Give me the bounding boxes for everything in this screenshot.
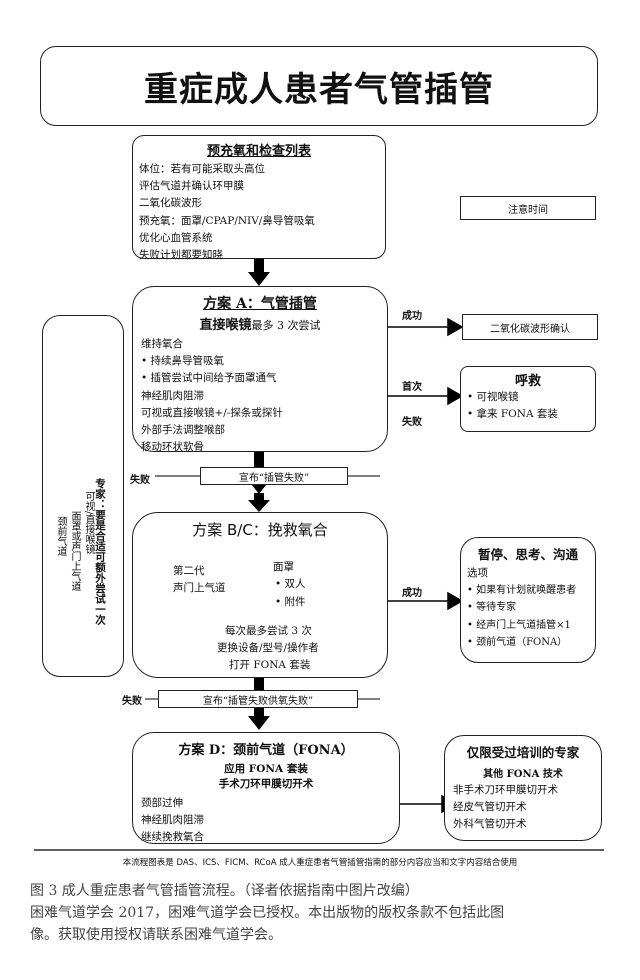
help-heading: 呼救 <box>514 374 541 389</box>
call-for-help-box: 呼救 • 可视喉镜 • 拿来 FONA 套装 <box>460 366 596 432</box>
expert-side-box: 专家：要是合适可额外尝试一次 可视/直接喉镜 面罩或声门上气道 颈前气道 <box>42 315 124 677</box>
expert-only-sub: 其他 FONA 技术 <box>483 769 563 780</box>
plan-a-item: • 持续鼻导管吸氧 <box>141 355 225 368</box>
plan-d-heading: 方案 D：颈前气道（FONA） <box>178 743 354 758</box>
arrow-preox-to-a-head <box>248 272 270 286</box>
plan-a-item: 外部手法调整喉部 <box>141 424 225 437</box>
preox-item: 评估气道并确认环甲膜 <box>139 180 244 193</box>
fail-label: 失败 <box>130 475 150 486</box>
pause-item: • 经声门上气道插管×1 <box>467 619 571 631</box>
plan-d-box: 方案 D：颈前气道（FONA） 应用 FONA 套装 手术刀环甲膜切开术 颈部过… <box>132 732 400 844</box>
plan-bc-left-item: 第二代 <box>173 565 205 577</box>
arrow-declare1-to-bc <box>248 500 270 512</box>
help-item: • 可视喉镜 <box>467 391 519 403</box>
plan-a-box: 方案 A：气管插管 直接喉镜最多 3 次尝试 维持氧合 • 持续鼻导管吸氧 • … <box>132 286 388 453</box>
figure-caption: 图 3 成人重症患者气管插管流程。（译者依据指南中图片改编） 困难气道学会 20… <box>30 880 630 946</box>
caption-line: 困难气道学会 2017，困难气道学会已授权。本出版物的版权条款不包括此图 <box>30 905 505 921</box>
preox-checklist-box: 预充氧和检查列表 体位：若有可能采取头高位 评估气道并确认环甲膜 二氧化碳波形 … <box>132 135 386 261</box>
page-title: 重症成人患者气管插管 <box>40 46 598 126</box>
plan-a-item: 维持氧合 <box>141 338 183 350</box>
declare-cico-box: 宣布“插管失败供氧失败” <box>158 690 358 708</box>
plan-a-subheading: 直接喉镜最多 3 次尝试 <box>141 314 379 333</box>
caption-line: 图 3 成人重症患者气管插管流程。（译者依据指南中图片改编） <box>30 883 419 899</box>
expert-only-heading: 仅限受过培训的专家 <box>466 745 580 760</box>
declare-intubation-failed-box: 宣布“插管失败” <box>200 467 348 485</box>
preox-heading: 预充氧和检查列表 <box>206 144 311 159</box>
footnote: 本流程图表是 DAS、ICS、FICM、RCoA 成人重症患者气管插管指南的部分… <box>122 858 518 868</box>
preox-item: 二氧化碳波形 <box>139 197 202 210</box>
plan-d-item: 神经肌肉阻滞 <box>141 814 204 827</box>
expert-side-item: 面罩或声门上气道 <box>69 511 80 591</box>
plan-a-item: 可视或直接喉镜+/-探条或探针 <box>141 406 283 419</box>
pause-heading: 暂停、思考、沟通 <box>477 547 578 562</box>
plan-d-sub1: 应用 FONA 套装 <box>224 763 308 775</box>
plan-bc-right-item: 面罩 <box>273 561 294 573</box>
preox-item: 预充氧：面罩/CPAP/NIV/鼻导管吸氧 <box>139 214 315 227</box>
plan-a-item: • 插管尝试中间给予面罩通气 <box>141 372 277 385</box>
pause-item: • 等待专家 <box>467 602 517 614</box>
pause-item: • 如果有计划就唤醒患者 <box>467 585 577 597</box>
success-label: 成功 <box>402 311 422 322</box>
plan-bc-bottom-item: 更换设备/型号/操作者 <box>217 642 319 654</box>
plan-a-item: 移动环状软骨 <box>141 441 204 454</box>
caption-line: 像。获取使用授权请联系困难气道学会。 <box>30 927 282 943</box>
plan-bc-left-item: 声门上气道 <box>173 582 226 594</box>
plan-bc-box: 方案 B/C：挽救氧合 第二代 声门上气道 面罩 • 双人 • 附件 每次最多尝… <box>132 512 388 678</box>
expert-side-title: 专家：要是合适可额外尝试一次 <box>94 478 106 625</box>
attention-time-box: 注意时间 <box>460 196 596 220</box>
expert-side-item: 颈前气道 <box>55 516 66 556</box>
expert-only-item: 经皮气管切开术 <box>453 801 527 814</box>
plan-bc-right-item: • 附件 <box>275 596 306 608</box>
plan-bc-bottom-item: 打开 FONA 套装 <box>229 659 311 671</box>
preox-item: 体位：若有可能采取头高位 <box>139 163 265 175</box>
plan-bc-bottom-item: 每次最多尝试 3 次 <box>225 625 312 637</box>
arrow-bc-to-d <box>248 716 270 730</box>
help-item: • 拿来 FONA 套装 <box>467 408 558 421</box>
plan-bc-right-item: • 双人 <box>275 578 306 590</box>
expert-only-item: 非手术刀环甲膜切开术 <box>453 784 558 796</box>
plan-a-sub-bold: 直接喉镜 <box>199 318 252 333</box>
plan-d-sub2: 手术刀环甲膜切开术 <box>218 778 314 790</box>
expert-only-item: 外科气管切开术 <box>453 818 527 831</box>
first-label: 首次 <box>402 382 422 393</box>
pause-think-communicate-box: 暂停、思考、沟通 选项 • 如果有计划就唤醒患者 • 等待专家 • 经声门上气道… <box>460 537 596 663</box>
preox-item: 优化心血管系统 <box>139 231 213 244</box>
plan-a-heading: 方案 A：气管插管 <box>203 296 317 312</box>
plan-d-item: 继续挽救氧合 <box>141 831 204 844</box>
pause-item: • 颈前气道（FONA） <box>467 636 568 648</box>
preox-item: 失败计划都要知晓 <box>139 249 223 262</box>
plan-bc-heading: 方案 B/C：挽救氧合 <box>192 521 328 539</box>
arrow-preox-to-a <box>254 258 264 274</box>
plan-d-item: 颈部过伸 <box>141 797 183 809</box>
fail-label: 失败 <box>402 417 422 428</box>
expert-only-box: 仅限受过培训的专家 其他 FONA 技术 非手术刀环甲膜切开术 经皮气管切开术 … <box>444 735 602 841</box>
plan-a-sub-rest: 最多 3 次尝试 <box>251 319 321 332</box>
expert-side-item: 可视/直接喉镜 <box>83 491 94 555</box>
fail-label: 失败 <box>122 696 142 707</box>
pause-options-label: 选项 <box>467 567 488 579</box>
success-label: 成功 <box>402 588 422 599</box>
plan-a-item: 神经肌肉阻滞 <box>141 389 204 402</box>
capnography-confirm-box: 二氧化碳波形确认 <box>462 314 598 340</box>
